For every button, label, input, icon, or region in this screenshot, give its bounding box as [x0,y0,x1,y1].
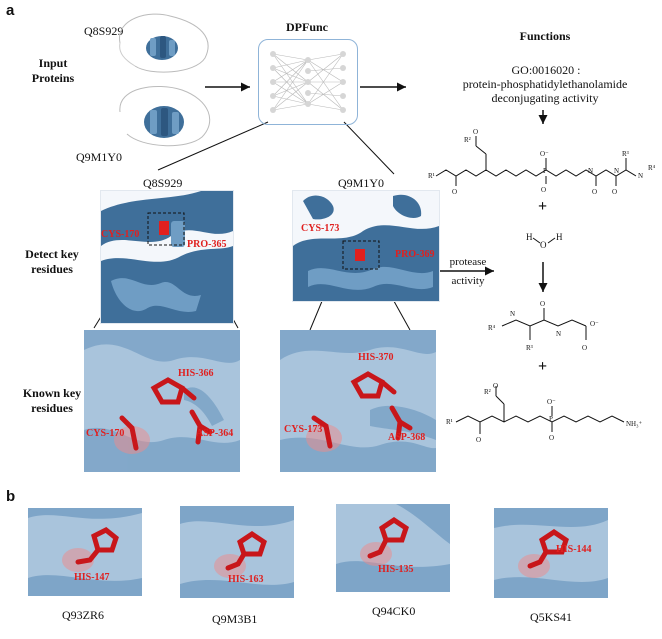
svg-text:O: O [540,300,545,308]
panel-b-item-1-residue: HIS-147 [74,572,110,583]
svg-text:O: O [473,128,478,136]
protease-activity-label-2: activity [451,275,485,287]
detect-left-residue-2: PRO-365 [187,239,227,250]
svg-text:R²: R² [464,136,471,144]
known-left-residue-2: CYS-170 [86,428,125,439]
input-protein-1-name: Q8S929 [84,24,124,38]
svg-text:R¹: R¹ [446,418,453,426]
panel-b-item-1-protein: Q93ZR6 [62,608,104,622]
svg-text:P: P [549,415,553,423]
svg-text:O: O [592,188,597,196]
dpfunc-model-box [258,39,358,125]
plus-sign-2: + [538,358,548,375]
go-term: GO:0016020 : [511,63,581,77]
svg-text:O: O [452,188,457,196]
input-protein-2-structure [119,85,211,147]
input-protein-1-structure [119,13,209,73]
panel-b-item-4-structure: HIS-144 [494,508,608,598]
panel-a-letter: a [6,2,15,19]
svg-text:O: O [582,344,587,352]
svg-text:R⁴: R⁴ [648,164,656,172]
functions-title: Functions [519,29,571,43]
svg-text:O⁻: O⁻ [547,398,556,406]
detect-left-structure: CYS-170 PRO-365 [100,190,234,324]
panel-b-item-3-structure: HIS-135 [336,504,450,592]
protease-activity-label-1: protease [449,256,487,268]
svg-text:N: N [614,167,619,175]
detect-left-title: Q8S929 [143,176,183,190]
plus-sign-1: + [538,198,548,215]
svg-text:R⁴: R⁴ [488,324,496,332]
svg-text:P: P [543,167,547,175]
panel-b-item-4-residue: HIS-144 [556,544,592,555]
svg-text:O: O [549,434,554,442]
known-key-residues-label: Known key residues [22,386,82,415]
svg-text:R³: R³ [526,344,533,352]
input-proteins-label: Input Proteins [31,56,75,85]
product-lipid-structure: R¹O R²O O⁻OP NH₃⁺ [446,382,643,444]
water-molecule: HOH [526,232,563,250]
svg-text:O: O [541,186,546,194]
panel-b-letter: b [6,488,16,505]
panel-b-item-2-structure: HIS-163 [180,506,294,598]
svg-text:O: O [493,382,498,390]
neural-network-icon [270,51,346,113]
detect-right-title: Q9M1Y0 [338,176,385,190]
svg-text:N: N [510,310,515,318]
svg-text:NH₃⁺: NH₃⁺ [626,420,643,428]
svg-text:R¹: R¹ [428,172,435,180]
detect-left-residue-1: CYS-170 [101,229,140,240]
svg-text:N: N [638,172,643,180]
svg-text:N: N [588,167,593,175]
detect-right-residue-1: CYS-173 [301,223,340,234]
go-description-line-1: protein-phosphatidylethanolamide [462,77,628,91]
svg-text:O⁻: O⁻ [540,150,549,158]
svg-text:H: H [526,232,533,242]
panel-b-item-4-protein: Q5KS41 [530,610,573,624]
known-right-residue-3: ASP-368 [388,432,426,443]
input-protein-2-name: Q9M1Y0 [76,150,123,164]
known-left-structure: HIS-366 CYS-170 ASP-364 [84,330,240,472]
panel-b-item-3-residue: HIS-135 [378,564,414,575]
known-right-residue-2: CYS-173 [284,424,323,435]
svg-text:O: O [612,188,617,196]
svg-text:O: O [540,240,547,250]
svg-text:O: O [476,436,481,444]
panel-b-item-1-structure: HIS-147 [28,508,142,596]
svg-text:H: H [556,232,563,242]
dpfunc-title: DPFunc [286,20,328,34]
panel-b-item-2-protein: Q9M3B1 [212,612,258,626]
detect-right-residue-2: PRO-369 [395,249,435,260]
known-right-residue-1: HIS-370 [358,352,394,363]
panel-b-item-2-residue: HIS-163 [228,574,264,585]
detect-key-residues-label: Detect key residues [25,247,79,276]
known-left-residue-3: ASP-364 [196,428,234,439]
svg-text:R³: R³ [622,150,629,158]
product-peptide-structure: R⁴ N R³ O N O O⁻ [488,300,599,352]
go-description-line-2: deconjugating activity [491,91,599,105]
detect-right-structure: CYS-173 PRO-369 [292,190,440,302]
known-left-residue-1: HIS-366 [178,368,214,379]
known-right-structure: HIS-370 CYS-173 ASP-368 [280,330,436,472]
panel-b-item-3-protein: Q94CK0 [372,604,416,618]
svg-text:N: N [556,330,561,338]
svg-text:R²: R² [484,388,491,396]
svg-text:O⁻: O⁻ [590,320,599,328]
